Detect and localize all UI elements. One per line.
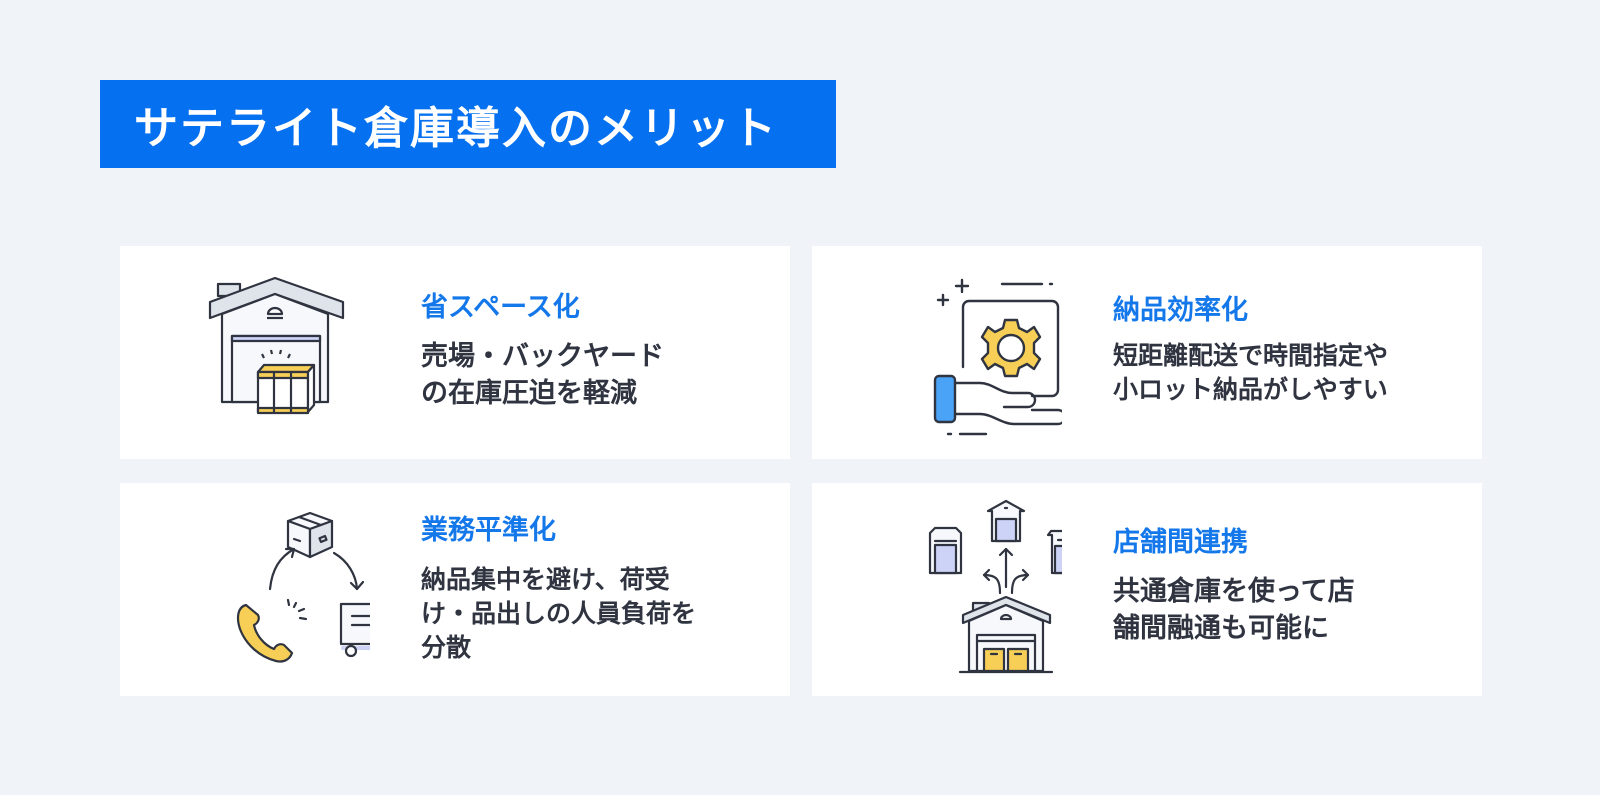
hand-gear-icon (872, 262, 1067, 442)
description-line: 小ロット納品がしやすい (1113, 375, 1388, 404)
card-heading: 店舗間連携 (1113, 527, 1248, 558)
card-heading: 業務平準化 (421, 515, 556, 546)
card-description: 売場・バックヤード の在庫圧迫を軽減 (421, 338, 741, 412)
description-line: 短距離配送で時間指定や (1113, 341, 1389, 370)
card-text: 省スペース化 売場・バックヤード の在庫圧迫を軽減 (421, 290, 741, 412)
description-line: 共通倉庫を使って店 (1113, 576, 1355, 607)
card-text: 店舗間連携 共通倉庫を使って店 舗間融通も可能に (1113, 525, 1413, 647)
card-description: 納品集中を避け、荷受 け・品出しの人員負荷を 分散 (421, 563, 741, 665)
warehouse-network-icon (872, 499, 1084, 679)
card-heading: 省スペース化 (421, 292, 580, 323)
page-title: サテライト倉庫導入のメリット (100, 80, 836, 168)
cycle-phone-box-truck-icon (180, 499, 420, 679)
merit-card-store-collaboration: 店舗間連携 共通倉庫を使って店 舗間融通も可能に (812, 483, 1482, 696)
page-title-text: サテライト倉庫導入のメリット (134, 103, 778, 154)
description-line: け・品出しの人員負荷を (421, 599, 697, 628)
description-line: 売場・バックヤード (421, 341, 664, 372)
card-description: 短距離配送で時間指定や 小ロット納品がしやすい (1113, 339, 1453, 407)
warehouse-box-icon (180, 262, 370, 442)
description-line: 分散 (421, 633, 472, 662)
merit-card-delivery-efficiency: 納品効率化 短距離配送で時間指定や 小ロット納品がしやすい (812, 246, 1482, 459)
description-line: 納品集中を避け、荷受 (421, 565, 670, 594)
merit-card-space-saving: 省スペース化 売場・バックヤード の在庫圧迫を軽減 (120, 246, 790, 459)
card-text: 業務平準化 納品集中を避け、荷受 け・品出しの人員負荷を 分散 (421, 513, 741, 665)
description-line: 舗間融通も可能に (1113, 613, 1329, 644)
card-heading: 納品効率化 (1113, 295, 1248, 326)
merit-card-workload-leveling: 業務平準化 納品集中を避け、荷受 け・品出しの人員負荷を 分散 (120, 483, 790, 696)
card-description: 共通倉庫を使って店 舗間融通も可能に (1113, 573, 1413, 647)
card-text: 納品効率化 短距離配送で時間指定や 小ロット納品がしやすい (1113, 293, 1453, 407)
description-line: の在庫圧迫を軽減 (421, 378, 637, 409)
